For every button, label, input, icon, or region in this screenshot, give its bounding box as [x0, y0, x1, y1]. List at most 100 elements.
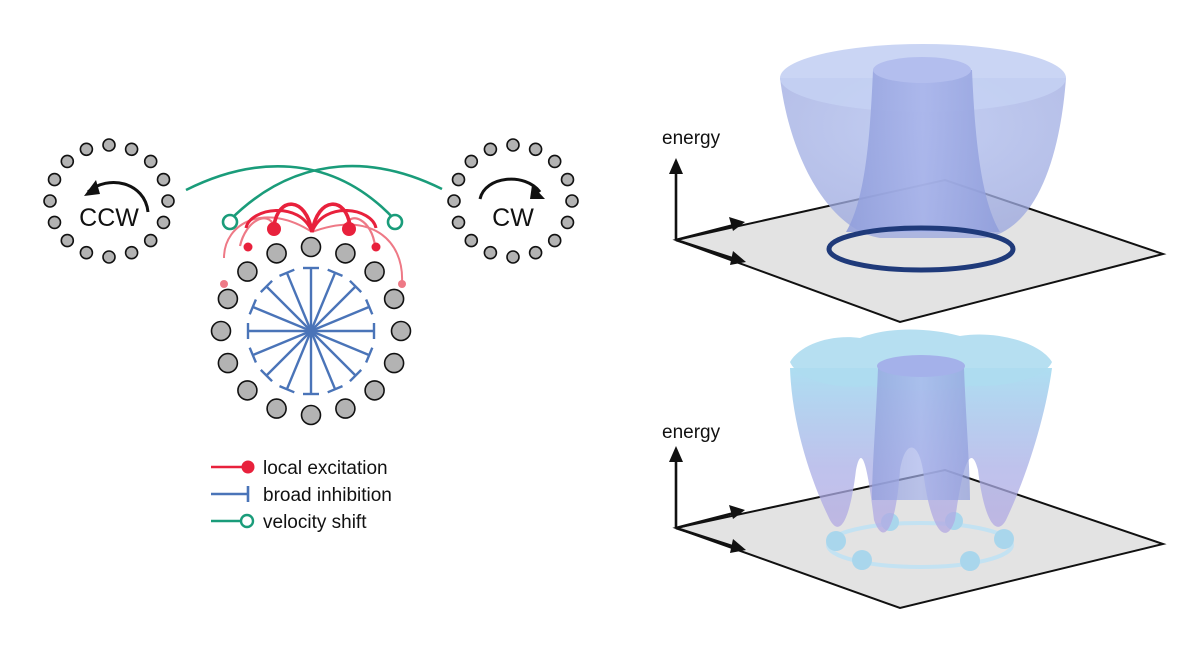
- central-ring-neuron: [300, 236, 322, 258]
- top-axes: [674, 170, 739, 262]
- inhibition-terminal: [327, 384, 343, 394]
- cw-ring-neuron: [451, 215, 466, 230]
- ccw-ring-neuron: [43, 194, 57, 208]
- ccw-ring-neuron: [47, 215, 62, 230]
- ccw-ring-neuron: [60, 154, 75, 169]
- cw-ring-neuron: [464, 154, 479, 169]
- central-ring-neuron: [300, 404, 322, 426]
- ccw-ring-neuron: [156, 215, 171, 230]
- cw-ring-neuron: [547, 154, 562, 169]
- top-energy-landscape: energy: [662, 44, 1167, 324]
- cw-ring-neuron: [560, 172, 575, 187]
- bottom-axes: [674, 458, 739, 550]
- inhibition-terminal: [364, 347, 374, 363]
- cw-ring-neuron: [528, 142, 543, 157]
- inhibition-terminal: [248, 347, 258, 363]
- inhibition-spoke: [285, 330, 313, 390]
- top-energy-label: energy: [662, 128, 721, 149]
- central-ring-neuron: [266, 243, 287, 264]
- inhibition-spoke: [252, 305, 312, 333]
- central-ring-neuron: [217, 352, 239, 374]
- ccw-ring-neuron: [47, 172, 62, 187]
- cw-ring-neuron: [506, 138, 520, 152]
- ccw-ring-neuron: [79, 142, 94, 157]
- cw-ring-neuron: [506, 250, 520, 264]
- inhibition-spoke: [265, 330, 312, 377]
- central-ring-neuron: [383, 288, 405, 310]
- cw-ring-neuron: [451, 172, 466, 187]
- inhibition-spoke: [309, 272, 337, 332]
- central-ring-neuron: [390, 320, 412, 342]
- ccw-ring-neuron: [156, 172, 171, 187]
- inhibition-terminal: [259, 369, 273, 383]
- bottom-energy-label: energy: [662, 422, 721, 443]
- inhibition-spoke: [285, 272, 313, 332]
- ccw-ring-neuron: [143, 154, 158, 169]
- velocity-shift-connections: [185, 164, 443, 231]
- ccw-ring-neuron: [161, 194, 175, 208]
- central-ring-neuron: [217, 288, 239, 310]
- central-ring-neuron: [237, 261, 258, 282]
- central-ring-neuron: [364, 380, 385, 401]
- inhibition-terminal: [364, 299, 374, 315]
- ccw-ring-neuron: [124, 142, 139, 157]
- cw-arrow: [478, 177, 545, 200]
- inhibition-terminal: [279, 384, 295, 394]
- cw-label: CW: [492, 204, 534, 232]
- central-ring-neuron: [335, 398, 356, 419]
- ccw-arrow: [84, 180, 150, 213]
- inhibition-terminal: [349, 279, 363, 293]
- continuous-attractor-ring: [826, 225, 1016, 273]
- inhibition-terminal: [248, 299, 258, 315]
- central-ring-neuron: [237, 380, 258, 401]
- central-peak: [846, 70, 1000, 232]
- bottom-energy-landscape: energy: [662, 329, 1167, 610]
- central-peak-bottom: [872, 368, 970, 500]
- central-ring-neuron: [266, 398, 287, 419]
- local-excitation-arcs: [220, 202, 406, 288]
- legend-velocity-label: velocity shift: [263, 512, 367, 533]
- inhibition-spoke: [310, 330, 357, 377]
- cw-ring: [447, 138, 579, 264]
- inhibition-spoke: [310, 329, 370, 357]
- legend-item-inhibition: broad inhibition: [211, 485, 392, 506]
- cw-ring-neuron: [528, 245, 543, 260]
- inhibition-terminal: [327, 268, 343, 278]
- legend-inhibition-label: broad inhibition: [263, 485, 392, 506]
- ccw-ring-neuron: [79, 245, 94, 260]
- ccw-ring-neuron: [143, 233, 158, 248]
- inhibition-terminal: [259, 279, 273, 293]
- cw-ring-neuron: [547, 233, 562, 248]
- cw-ring-neuron: [565, 194, 579, 208]
- ccw-ring-neuron: [124, 245, 139, 260]
- central-ring: [210, 236, 412, 426]
- cw-ring-neuron: [447, 194, 461, 208]
- ccw-ring-neuron: [60, 233, 75, 248]
- central-ring-neuron: [383, 352, 405, 374]
- inhibition-spoke: [265, 285, 312, 332]
- legend-excitation-label: local excitation: [263, 458, 388, 479]
- central-ring-neuron: [210, 320, 232, 342]
- ccw-ring-neuron: [102, 250, 116, 264]
- inhibition-spoke: [309, 330, 337, 390]
- cw-ring-neuron: [483, 142, 498, 157]
- legend-item-velocity: velocity shift: [211, 512, 367, 533]
- inhibition-spoke: [310, 305, 370, 333]
- bottom-state-plane: [672, 468, 1167, 610]
- inhibition-spoke: [252, 329, 312, 357]
- central-ring-neuron: [335, 243, 356, 264]
- legend: local excitation broad inhibition veloci…: [211, 458, 392, 533]
- inhibition-terminal: [349, 369, 363, 383]
- ccw-label: CCW: [79, 204, 139, 232]
- cw-ring-neuron: [560, 215, 575, 230]
- central-ring-neuron: [364, 261, 385, 282]
- inhibition-terminal: [279, 268, 295, 278]
- cw-ring-neuron: [483, 245, 498, 260]
- cw-ring-neuron: [464, 233, 479, 248]
- broad-inhibition-spokes: [246, 266, 376, 396]
- legend-item-excitation: local excitation: [211, 458, 388, 479]
- ccw-ring: [43, 138, 175, 264]
- ccw-ring-neuron: [102, 138, 116, 152]
- inhibition-spoke: [310, 285, 357, 332]
